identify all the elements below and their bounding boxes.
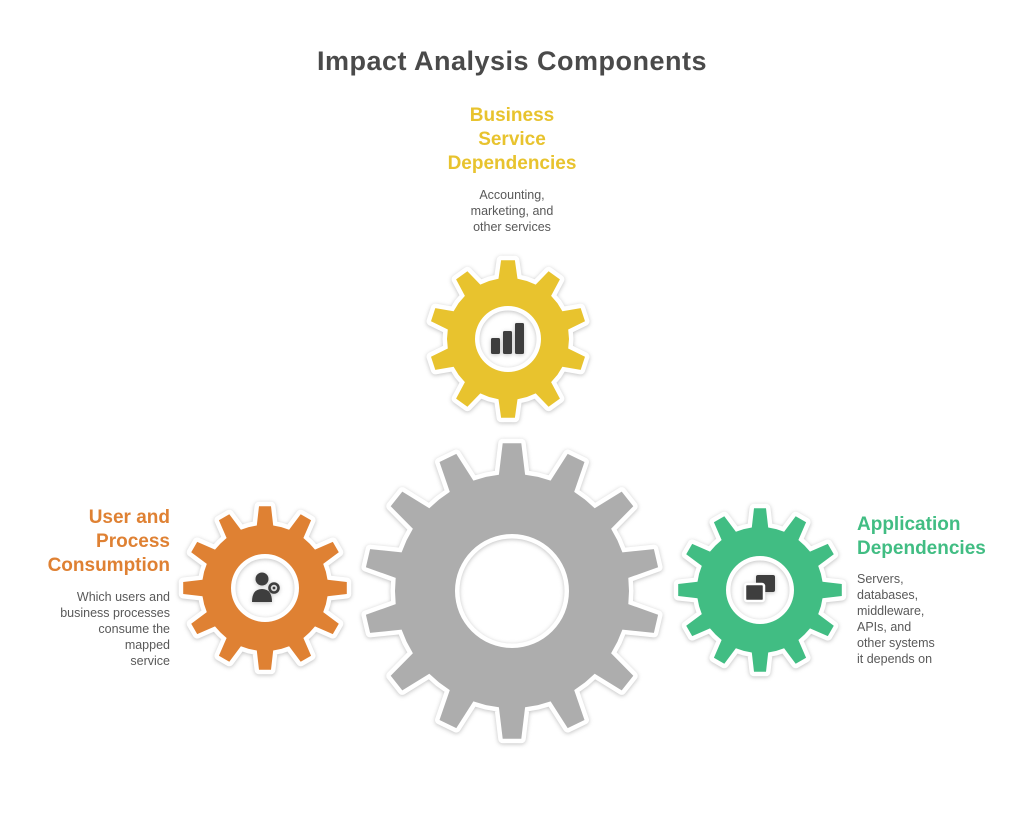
application-description: Servers, databases, middleware, APIs, an… — [857, 572, 935, 666]
user-process-icon — [252, 572, 280, 602]
business-service-icon — [491, 323, 524, 354]
application-icon — [743, 575, 775, 603]
application-label: Application Dependencies — [857, 514, 986, 560]
business-service-label: Business Service Dependencies — [447, 105, 577, 175]
business-service-gear — [426, 255, 590, 423]
application-gear — [673, 503, 847, 677]
business-service-description: Accounting, marketing, and other service… — [470, 188, 554, 234]
user-process-label: User and Process Consumption — [47, 507, 170, 577]
user-process-description: Which users and business processes consu… — [60, 590, 170, 668]
user-process-gear — [178, 501, 352, 675]
core-gear — [361, 438, 663, 744]
diagram-title: Impact Analysis Components — [316, 46, 708, 76]
